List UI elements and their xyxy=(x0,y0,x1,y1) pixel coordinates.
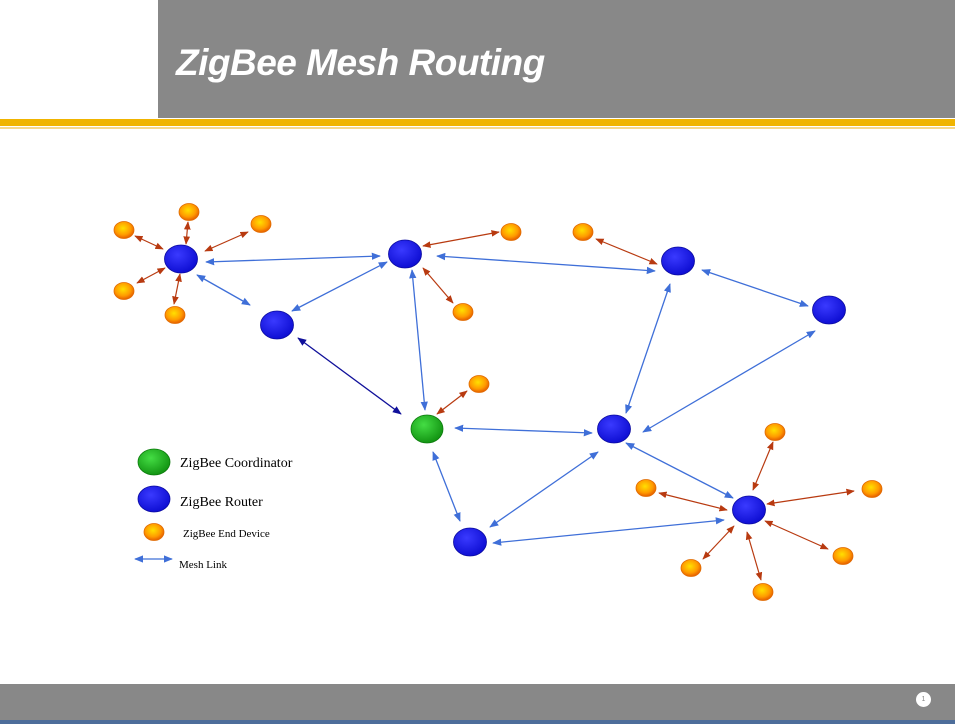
routers xyxy=(164,239,846,557)
end-link xyxy=(766,488,855,507)
header-band xyxy=(158,0,955,118)
end-link xyxy=(658,491,728,512)
router-node xyxy=(597,414,631,444)
end-devices xyxy=(113,203,883,601)
mesh-link xyxy=(625,442,734,499)
end-link xyxy=(595,238,658,265)
router-node xyxy=(260,310,294,340)
mesh-links xyxy=(196,252,816,546)
footer-band xyxy=(0,684,955,720)
legend-coordinator-icon xyxy=(137,448,171,476)
mesh-link xyxy=(454,424,593,437)
end-link xyxy=(764,520,829,550)
end-device-node xyxy=(764,423,786,441)
mesh-link xyxy=(625,283,671,414)
end-device-node xyxy=(164,306,186,324)
router-node xyxy=(661,246,695,276)
end-device-node xyxy=(832,547,854,565)
accent-line xyxy=(0,119,955,126)
coordinator-node xyxy=(410,414,444,444)
end-device-node xyxy=(572,223,594,241)
end-device-node xyxy=(113,282,135,300)
footer-line xyxy=(0,720,955,724)
page-number: 1 xyxy=(916,692,931,707)
mesh-link xyxy=(196,274,251,306)
mesh-link xyxy=(642,330,816,433)
end-device-node xyxy=(680,559,702,577)
end-device-node xyxy=(861,480,883,498)
end-device-node xyxy=(452,303,474,321)
legend-router-icon xyxy=(137,485,171,513)
end-link xyxy=(745,531,763,581)
end-device-node xyxy=(635,479,657,497)
end-device-node xyxy=(468,375,490,393)
mesh-link xyxy=(409,269,428,411)
end-link xyxy=(702,525,735,560)
mesh-link xyxy=(701,269,809,307)
end-device-node xyxy=(752,583,774,601)
legend-end-device-label: ZigBee End Device xyxy=(183,528,270,540)
end-link xyxy=(204,231,249,252)
end-device-node xyxy=(250,215,272,233)
end-device-links xyxy=(134,221,855,581)
end-device-node xyxy=(500,223,522,241)
end-link xyxy=(752,441,774,491)
mesh-link xyxy=(432,451,461,522)
router-node xyxy=(453,527,487,557)
end-link xyxy=(172,273,182,305)
end-link xyxy=(136,267,166,284)
end-link xyxy=(183,221,191,245)
router-node xyxy=(812,295,846,325)
end-link xyxy=(422,267,454,304)
accent-line-thin xyxy=(0,127,955,129)
end-device-node xyxy=(178,203,200,221)
mesh-link xyxy=(297,337,402,415)
mesh-link xyxy=(489,451,599,528)
end-device-node xyxy=(113,221,135,239)
legend-coordinator-label: ZigBee Coordinator xyxy=(180,456,293,471)
legend-symbols xyxy=(134,448,173,563)
legend-end-device-icon xyxy=(143,523,165,541)
router-node xyxy=(388,239,422,269)
slide-title: ZigBee Mesh Routing xyxy=(176,42,545,83)
end-link xyxy=(134,235,164,250)
mesh-link xyxy=(436,252,656,275)
router-node xyxy=(164,244,198,274)
legend-router-label: ZigBee Router xyxy=(180,495,263,510)
end-link xyxy=(422,230,500,248)
mesh-link xyxy=(492,517,725,546)
end-link xyxy=(436,390,468,415)
router-node xyxy=(732,495,766,525)
mesh-link xyxy=(291,261,388,312)
mesh-link xyxy=(205,252,381,266)
legend-mesh-link-label: Mesh Link xyxy=(179,559,227,571)
